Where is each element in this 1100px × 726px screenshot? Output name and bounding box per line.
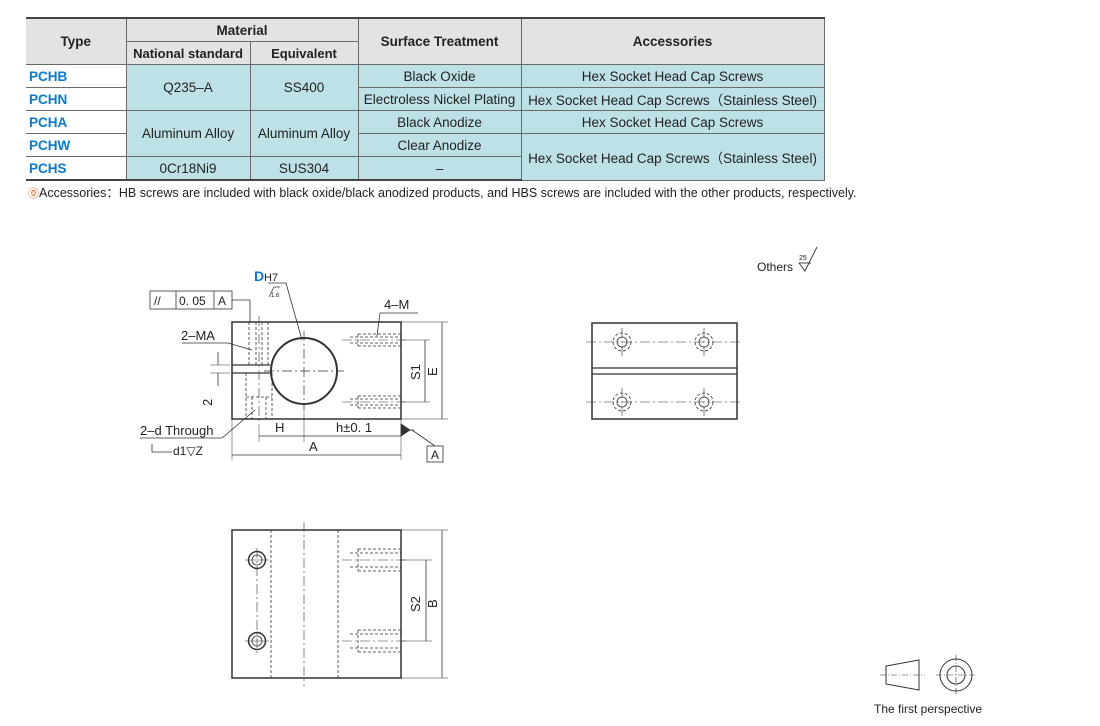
accessories-cell: Hex Socket Head Cap Screws [520, 64, 825, 88]
header-accessories: Accessories [520, 17, 825, 65]
table-row: PCHB Q235–A SS400 Black Oxide Hex Socket… [26, 64, 825, 111]
national-standard-cell: Q235–A [125, 64, 251, 111]
type-cell: PCHS [26, 156, 127, 181]
side-view [586, 322, 743, 420]
label-4m: 4–M [384, 297, 409, 312]
bore-tolerance: H7 [264, 272, 278, 284]
type-cell: PCHN [26, 87, 127, 111]
specification-table: Type Material Surface Treatment Accessor… [26, 17, 825, 181]
roughness-symbol [798, 246, 818, 272]
label-h: H [275, 420, 284, 435]
label-e: E [425, 367, 440, 376]
others-label: Others [757, 260, 793, 274]
roughness-value-small: 1.6 [271, 293, 280, 299]
equivalent-cell: SS400 [249, 64, 359, 111]
accessories-cell: Hex Socket Head Cap Screws（Stainless Ste… [520, 87, 825, 111]
bottom-view-dimensions [401, 529, 448, 679]
parallelism-datum: A [218, 294, 226, 308]
label-2d-through: 2–d Through [140, 423, 214, 438]
label-2: 2 [200, 399, 215, 406]
table-row: PCHA Aluminum Alloy Aluminum Alloy Black… [26, 110, 825, 157]
label-h-tolerance: h±0. 1 [336, 420, 372, 435]
table-row: PCHS 0Cr18Ni9 SUS304 – [26, 156, 824, 181]
label-d1: d1▽Z [173, 444, 203, 458]
bottom-view [231, 522, 406, 686]
national-standard-cell: 0Cr18Ni9 [125, 156, 251, 181]
roughness-others-value: 25 [799, 255, 807, 262]
equivalent-cell: Aluminum Alloy [249, 110, 359, 157]
footnote-text: Accessories：HB screws are included with … [39, 186, 857, 200]
header-type: Type [26, 17, 127, 65]
parallelism-symbol: // [154, 294, 161, 308]
accessories-cell: Hex Socket Head Cap Screws [520, 110, 825, 134]
surface-treatment-cell: – [357, 156, 522, 181]
type-cell: PCHW [26, 133, 127, 157]
label-2ma: 2–MA [181, 328, 215, 343]
surface-treatment-cell: Clear Anodize [357, 133, 522, 157]
first-angle-projection-icon [880, 655, 976, 695]
front-view [231, 316, 406, 425]
accessories-footnote: ⓪Accessories：HB screws are included with… [28, 182, 857, 201]
table-row: PCHN Electroless Nickel Plating Hex Sock… [26, 87, 825, 111]
header-equivalent: Equivalent [249, 41, 359, 65]
equivalent-cell: SUS304 [249, 156, 359, 181]
header-surface-treatment: Surface Treatment [357, 17, 522, 65]
datum-label: A [431, 448, 439, 462]
note-icon: ⓪ [28, 188, 39, 200]
label-b: B [425, 599, 440, 608]
type-cell: PCHA [26, 110, 127, 134]
label-s2: S2 [408, 596, 423, 612]
table-row: PCHW Clear Anodize Hex Socket Head Cap S… [26, 133, 825, 181]
surface-treatment-cell: Black Oxide [357, 64, 522, 88]
label-a: A [309, 439, 318, 454]
first-perspective-label: The first perspective [874, 702, 982, 716]
label-s1: S1 [408, 364, 423, 380]
accessories-cell: Hex Socket Head Cap Screws（Stainless Ste… [520, 133, 825, 181]
bore-label: D [254, 268, 264, 284]
surface-treatment-cell: Electroless Nickel Plating [357, 87, 522, 111]
parallelism-value: 0. 05 [179, 294, 206, 308]
header-national-standard: National standard [125, 41, 251, 65]
front-view-dimensions [140, 282, 448, 463]
national-standard-cell: Aluminum Alloy [125, 110, 251, 157]
